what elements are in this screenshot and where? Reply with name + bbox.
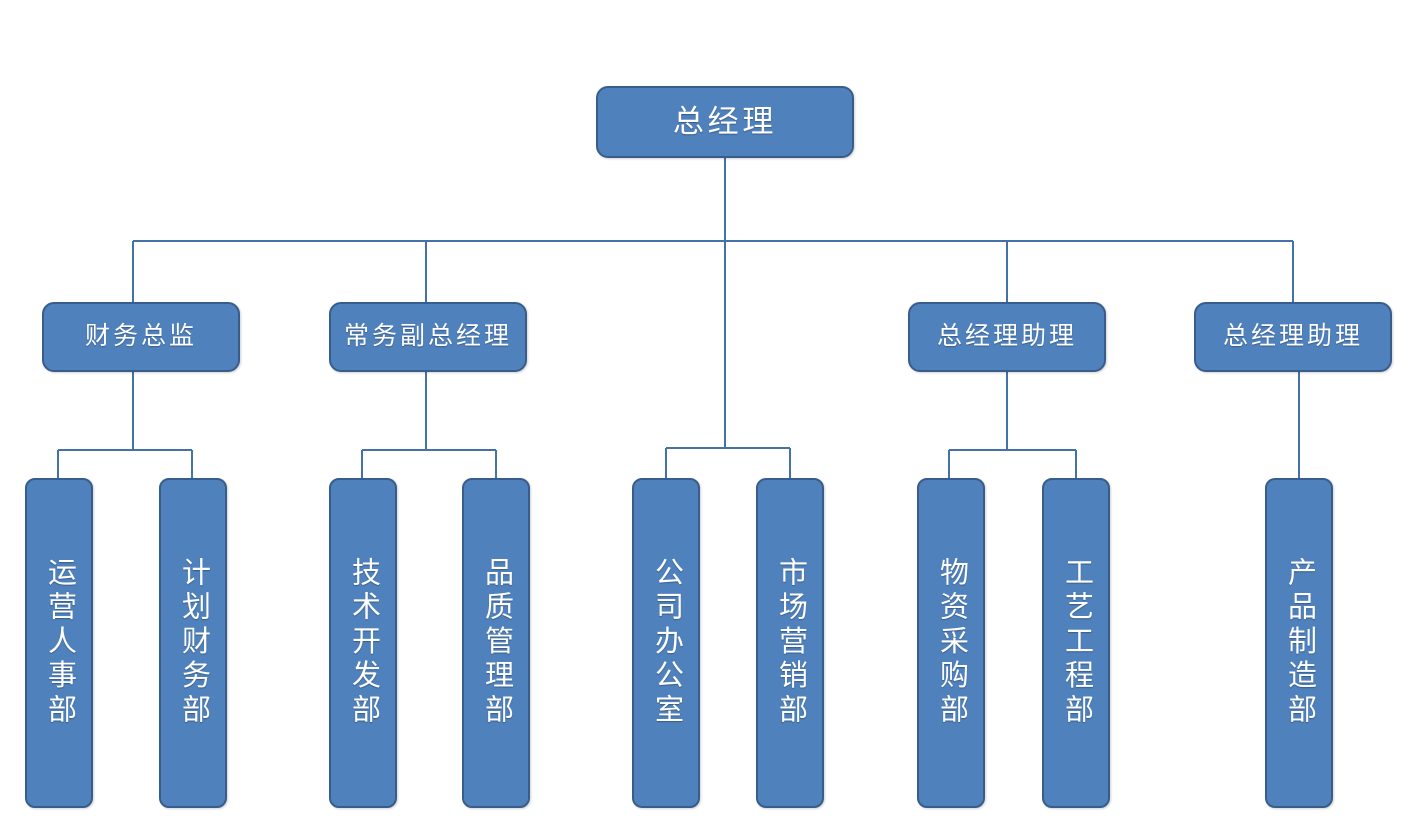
node-label: 产品制造部 bbox=[1283, 557, 1316, 729]
node-dept-operations-hr[interactable]: 运营人事部 bbox=[25, 478, 93, 808]
node-label: 常务副总经理 bbox=[343, 323, 512, 351]
node-dept-quality-management[interactable]: 品质管理部 bbox=[462, 478, 530, 808]
node-cfo[interactable]: 财务总监 bbox=[42, 302, 240, 372]
node-dept-company-office[interactable]: 公司办公室 bbox=[632, 478, 700, 808]
node-label: 总经理助理 bbox=[936, 323, 1077, 351]
node-label: 工艺工程部 bbox=[1060, 557, 1093, 729]
node-label: 公司办公室 bbox=[650, 557, 683, 729]
node-gm-assistant-1[interactable]: 总经理助理 bbox=[908, 302, 1106, 372]
node-label: 物资采购部 bbox=[935, 557, 968, 729]
node-label: 市场营销部 bbox=[774, 557, 807, 729]
node-label: 总经理 bbox=[672, 103, 778, 139]
node-general-manager[interactable]: 总经理 bbox=[596, 86, 854, 158]
node-dept-planning-finance[interactable]: 计划财务部 bbox=[159, 478, 227, 808]
node-label: 计划财务部 bbox=[177, 557, 210, 729]
node-label: 财务总监 bbox=[84, 323, 197, 351]
node-dept-technology-development[interactable]: 技术开发部 bbox=[329, 478, 397, 808]
node-label: 技术开发部 bbox=[347, 557, 380, 729]
node-gm-assistant-2[interactable]: 总经理助理 bbox=[1194, 302, 1392, 372]
node-dept-process-engineering[interactable]: 工艺工程部 bbox=[1042, 478, 1110, 808]
node-label: 运营人事部 bbox=[43, 557, 76, 729]
node-label: 品质管理部 bbox=[480, 557, 513, 729]
node-dept-product-manufacturing[interactable]: 产品制造部 bbox=[1265, 478, 1333, 808]
node-executive-deputy-gm[interactable]: 常务副总经理 bbox=[329, 302, 527, 372]
node-dept-procurement[interactable]: 物资采购部 bbox=[917, 478, 985, 808]
node-label: 总经理助理 bbox=[1222, 323, 1363, 351]
node-dept-marketing[interactable]: 市场营销部 bbox=[756, 478, 824, 808]
